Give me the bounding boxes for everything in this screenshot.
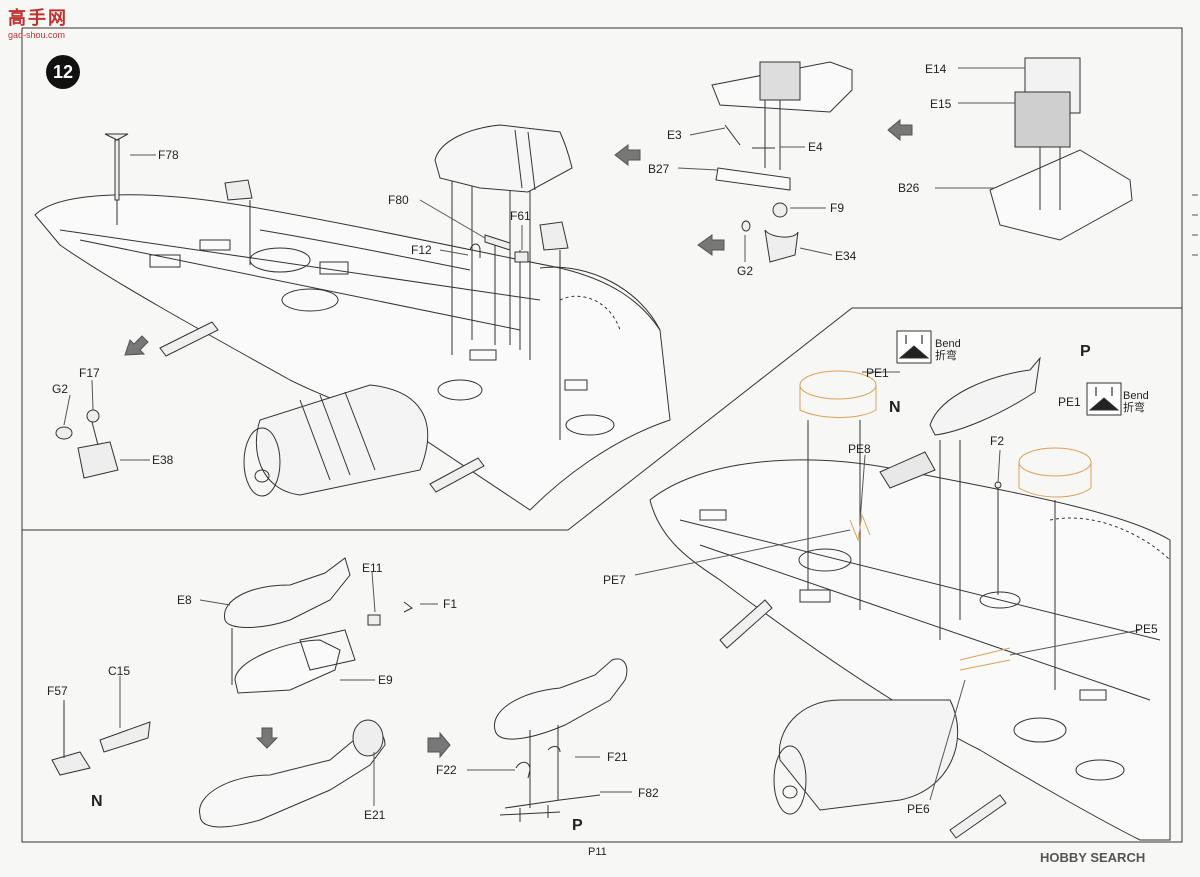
label-pe1-right: PE1: [1058, 395, 1081, 409]
label-f61: F61: [510, 209, 531, 223]
step-number-badge: 12: [46, 55, 80, 89]
label-pe6: PE6: [907, 802, 930, 816]
logo-hanzi: 高手网: [8, 8, 68, 28]
label-f12: F12: [411, 243, 432, 257]
page-number: P11: [588, 846, 607, 858]
label-f2: F2: [990, 434, 1005, 448]
bend-icon-2: [1086, 382, 1122, 416]
part-radiator-cover: [434, 124, 573, 193]
label-pe8: PE8: [848, 442, 871, 456]
part-f17-left: [86, 409, 100, 423]
label-f17: F17: [79, 366, 100, 380]
label-f9: F9: [830, 201, 845, 215]
variant-n-bottom: N: [91, 793, 103, 810]
watermark: HOBBY SEARCH: [1040, 850, 1146, 865]
label-f82: F82: [638, 786, 659, 800]
label-b27: B27: [648, 162, 670, 176]
part-g2-left: [55, 426, 73, 440]
label-f21: F21: [607, 750, 628, 764]
label-e15: E15: [930, 97, 952, 111]
label-e38: E38: [152, 453, 174, 467]
label-f80: F80: [388, 193, 409, 207]
site-logo: 高手网 gao-shou.com: [8, 4, 68, 40]
label-b26: B26: [898, 181, 920, 195]
part-f78: [104, 133, 129, 201]
label-e9: E9: [378, 673, 393, 687]
label-e21: E21: [364, 808, 386, 822]
bend-icon-1: [896, 330, 932, 364]
radiator-housing-right: [989, 57, 1133, 241]
variant-p-top: P: [1080, 343, 1091, 360]
label-g2-right: G2: [737, 264, 754, 278]
label-e14: E14: [925, 62, 947, 76]
label-g2-left: G2: [52, 382, 69, 396]
part-flap-right: [539, 221, 569, 251]
direction-arrows: [124, 118, 913, 759]
part-f12: [469, 243, 481, 258]
label-e4: E4: [808, 140, 823, 154]
panel-frame-bottom: [21, 308, 1183, 843]
bend-note-1: Bend 折弯: [935, 338, 961, 362]
wing-lower-right: [649, 356, 1171, 841]
part-f61: [514, 251, 529, 263]
part-f80: [484, 234, 511, 251]
label-e11: E11: [362, 561, 383, 575]
label-c15: C15: [108, 664, 131, 678]
label-pe5: PE5: [1135, 622, 1158, 636]
label-e34: E34: [835, 249, 857, 263]
bend-note-2: Bend 折弯: [1123, 390, 1149, 414]
label-f1: F1: [443, 597, 458, 611]
variant-p-bottom: P: [572, 817, 583, 834]
wing-top-left: [34, 140, 671, 511]
label-f57: F57: [47, 684, 68, 698]
part-e38: [77, 441, 119, 479]
bomb-assembly: [51, 557, 628, 828]
label-f22: F22: [436, 763, 457, 777]
label-pe1-left: PE1: [866, 366, 889, 380]
variant-n-top: N: [889, 399, 901, 416]
logo-url: gao-shou.com: [8, 30, 66, 40]
label-e8: E8: [177, 593, 192, 607]
label-f78: F78: [158, 148, 179, 162]
label-pe7: PE7: [603, 573, 626, 587]
radiator-housing-top: [711, 61, 853, 263]
label-e3: E3: [667, 128, 682, 142]
part-flap-left: [224, 179, 253, 201]
